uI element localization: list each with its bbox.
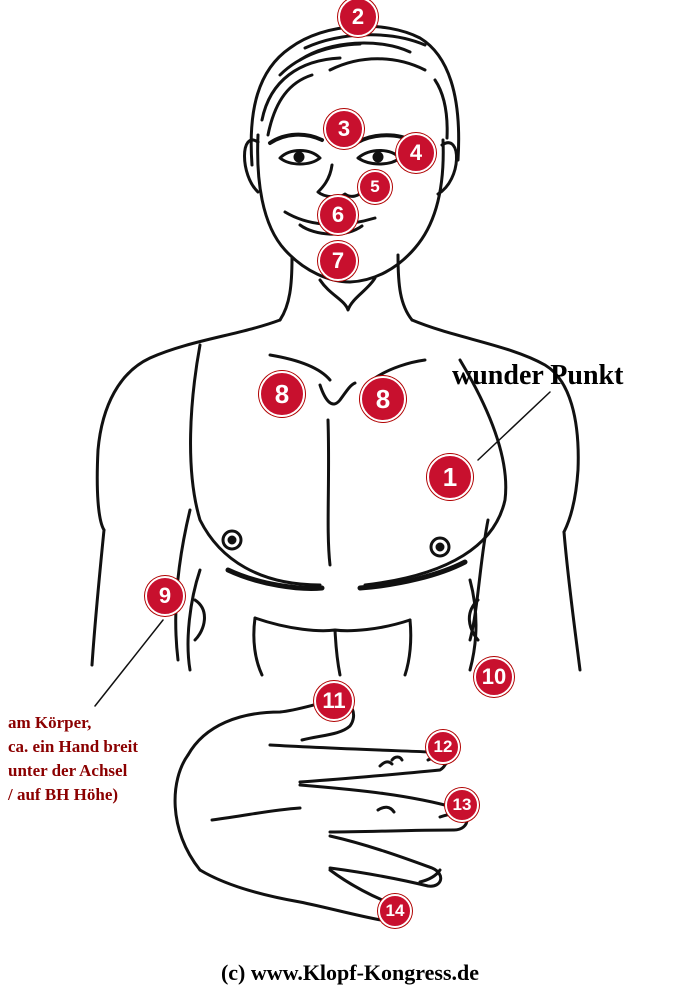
point9-line-2: ca. ein Hand breit xyxy=(8,737,139,756)
chest-left xyxy=(189,343,322,587)
copyright-footer: (c) www.Klopf-Kongress.de xyxy=(220,960,480,985)
left-nipple xyxy=(221,529,243,551)
right-arm xyxy=(468,518,582,672)
nose xyxy=(316,163,364,199)
leader-line-point9 xyxy=(94,619,164,707)
sore-point-label: wunder Punkt xyxy=(452,360,624,391)
point9-line-3: unter der Achsel xyxy=(8,761,128,780)
point-label: 11 xyxy=(314,681,354,721)
point9-line-1: am Körper, xyxy=(8,713,92,732)
point-label: 4 xyxy=(396,133,436,173)
point-label: 1 xyxy=(427,454,473,500)
point-label: 7 xyxy=(318,241,358,281)
neck xyxy=(278,253,414,322)
face-outline xyxy=(256,133,445,284)
right-ear xyxy=(436,141,458,196)
hand xyxy=(173,698,469,924)
left-ear xyxy=(243,138,260,194)
point9-line-4: / auf BH Höhe) xyxy=(8,785,119,804)
point-label: 8 xyxy=(259,371,305,417)
left-shoulder xyxy=(95,318,282,532)
chest-right xyxy=(363,358,508,587)
point-label: 13 xyxy=(445,788,479,822)
right-shoulder xyxy=(410,318,580,534)
leader-line-sore-point xyxy=(477,391,551,461)
right-eye xyxy=(356,149,402,166)
abs xyxy=(253,616,412,677)
point-label: 9 xyxy=(145,576,185,616)
point-label: 6 xyxy=(318,195,358,235)
point-label: 2 xyxy=(338,0,378,37)
point-label: 12 xyxy=(426,730,460,764)
point-label: 5 xyxy=(358,170,392,204)
point-label: 3 xyxy=(324,109,364,149)
left-eye xyxy=(278,149,322,166)
point-label: 14 xyxy=(378,894,412,928)
point-label: 8 xyxy=(360,376,406,422)
right-nipple xyxy=(429,536,451,558)
left-eyebrow xyxy=(268,132,324,145)
point-label: 10 xyxy=(474,657,514,697)
point9-description: am Körper, ca. ein Hand breit unter der … xyxy=(8,711,138,807)
sternum-line xyxy=(326,418,332,567)
